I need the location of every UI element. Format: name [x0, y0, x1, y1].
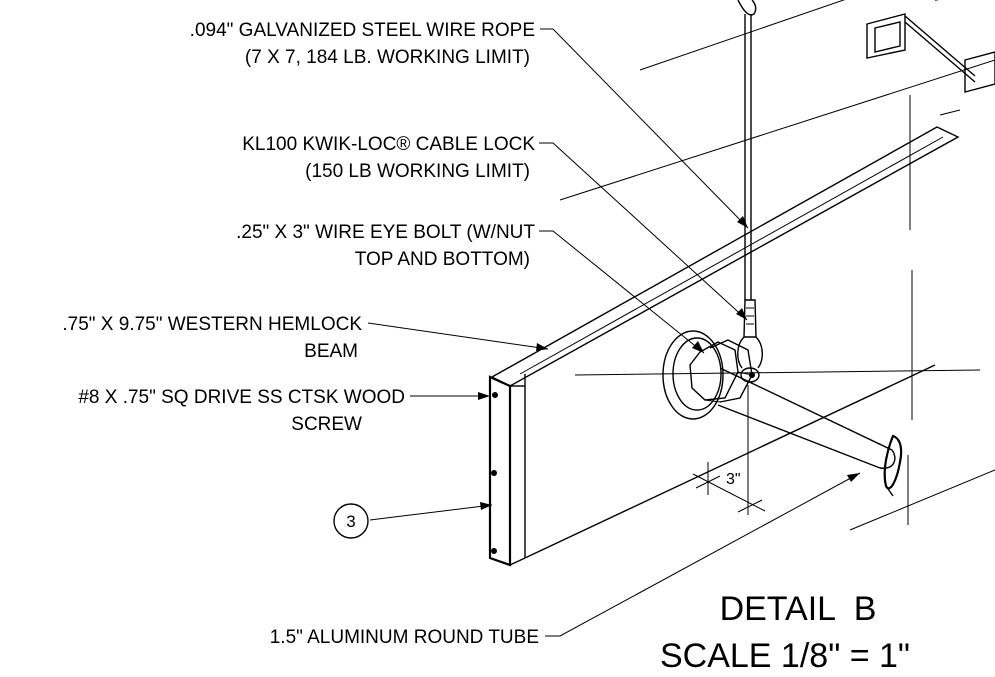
detail-reference-bubble: 3	[333, 503, 369, 539]
eye-bolt-washer-nut	[662, 330, 753, 420]
detail-title: DETAIL B	[720, 590, 877, 628]
callout-screw-line1: #8 X .75" SQ DRIVE SS CTSK WOOD	[78, 387, 405, 408]
callout-beam-line1: .75" X 9.75" WESTERN HEMLOCK	[62, 314, 362, 335]
callout-cable-lock-line2: (150 LB WORKING LIMIT)	[305, 161, 530, 182]
background-panel-lines	[559, 0, 995, 531]
screw-head-middle	[491, 470, 497, 476]
detail-title-block: DETAIL B SCALE 1/8" = 1"	[660, 590, 910, 675]
callout-eye-bolt-line2: TOP AND BOTTOM)	[355, 249, 530, 270]
dimension-3in: 3"	[692, 385, 766, 515]
detail-scale: SCALE 1/8" = 1"	[660, 637, 910, 675]
callout-wire-rope-line1: .094" GALVANIZED STEEL WIRE ROPE	[190, 20, 535, 41]
dimension-label: 3"	[726, 471, 741, 488]
bubble-number: 3	[346, 512, 355, 531]
top-wire-hook	[737, 0, 757, 16]
callout-screw-line2: SCREW	[291, 414, 362, 435]
callout-texts: .094" GALVANIZED STEEL WIRE ROPE (7 X 7,…	[62, 20, 539, 648]
screw-head-top	[492, 392, 498, 398]
hemlock-beam-body	[488, 126, 960, 567]
upper-bracket-hardware	[866, 0, 995, 93]
screw-head-bottom	[491, 548, 497, 554]
callout-leaders	[367, 28, 861, 637]
callout-beam-line2: BEAM	[304, 341, 358, 362]
callout-eye-bolt-line1: .25" X 3" WIRE EYE BOLT (W/NUT	[236, 222, 535, 243]
callout-aluminum-tube: 1.5" ALUMINUM ROUND TUBE	[270, 627, 539, 648]
wire-rope	[744, 14, 752, 300]
callout-cable-lock-line1: KL100 KWIK-LOC® CABLE LOCK	[242, 134, 535, 155]
callout-wire-rope-line2: (7 X 7, 184 LB. WORKING LIMIT)	[245, 47, 530, 68]
